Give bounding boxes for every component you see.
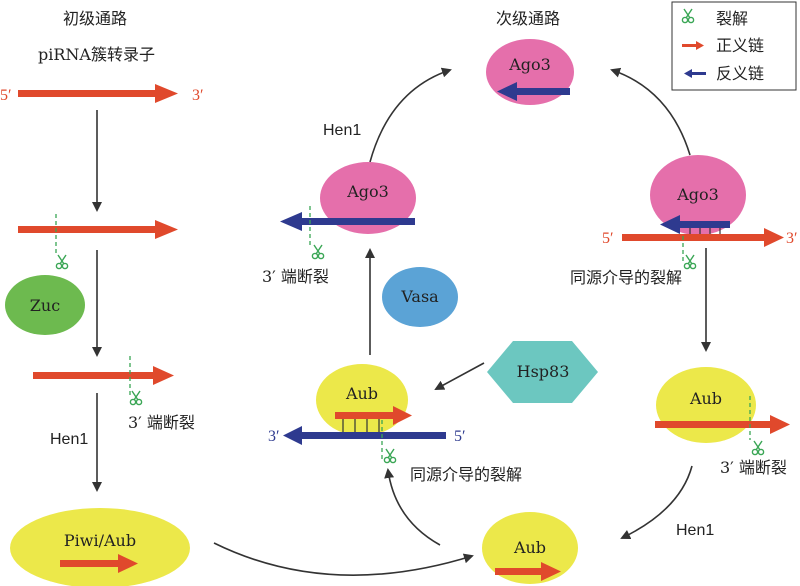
zuc-label: Zuc (30, 296, 60, 315)
sense-strand (18, 220, 178, 239)
antisense-strand (497, 82, 570, 101)
hen1-label: Hen1 (323, 122, 361, 139)
hen1-label: Hen1 (676, 522, 714, 539)
piwi-aub-protein (10, 508, 190, 586)
end-cleavage-label: 3′ 端断裂 (720, 458, 787, 477)
sense-strand (622, 228, 784, 247)
three-prime-end: 3′ (786, 230, 798, 247)
scissors-icon (311, 244, 325, 260)
ago3-label: Ago3 (346, 182, 389, 201)
three-prime-end: 3′ (192, 87, 204, 104)
scissors-icon (129, 390, 143, 406)
ago3-protein (650, 155, 746, 235)
homology-cleavage-label: 同源介导的裂解 (570, 268, 682, 287)
scissors-icon (751, 440, 765, 456)
sense-strand (33, 366, 174, 385)
ago3-protein (320, 162, 416, 234)
end-cleavage-label: 3′ 端断裂 (128, 413, 195, 432)
homology-cleavage-label: 同源介导的裂解 (410, 465, 522, 484)
hen1-label: Hen1 (50, 431, 88, 448)
ago3-label: Ago3 (508, 55, 551, 74)
antisense-strand (280, 212, 415, 231)
flow-arrow (384, 468, 441, 546)
antisense-strand (283, 426, 446, 445)
base-pairing (689, 228, 721, 234)
scissors-icon (55, 254, 69, 270)
pirna-cluster-label: piRNA簇转录子 (38, 45, 155, 64)
vasa-protein (382, 267, 458, 327)
aub-label: Aub (345, 384, 378, 403)
zuc-protein (5, 275, 85, 335)
flow-arrow (213, 542, 474, 576)
piwi-aub-label: Piwi/Aub (64, 531, 136, 550)
flow-arrow (620, 465, 693, 540)
scissors-icon (383, 448, 397, 464)
antisense-strand (660, 215, 730, 234)
legend-sense: 正义链 (716, 37, 764, 55)
hsp83-label: Hsp83 (517, 362, 570, 381)
primary-pathway-title: 初级通路 (63, 10, 127, 28)
secondary-pathway-title: 次级通路 (496, 10, 560, 28)
sense-strand (495, 562, 561, 581)
legend-cleavage: 裂解 (716, 10, 748, 28)
five-prime-end: 5′ (454, 428, 466, 445)
base-pairing (342, 419, 380, 432)
ago3-label: Ago3 (676, 185, 719, 204)
five-prime-end: 5′ (602, 230, 614, 247)
sense-strand (18, 84, 178, 103)
sense-strand (60, 554, 138, 573)
aub-label: Aub (689, 389, 722, 408)
aub-label: Aub (513, 538, 546, 557)
flow-arrow (434, 362, 485, 390)
aub-protein (482, 512, 578, 584)
five-prime-end: 5′ (0, 87, 12, 104)
hsp83-protein (487, 341, 598, 403)
sense-strand (335, 406, 412, 425)
vasa-label: Vasa (400, 287, 439, 306)
sense-strand (655, 415, 790, 434)
legend-antisense: 反义链 (716, 65, 764, 83)
three-prime-end: 3′ (268, 428, 280, 445)
flow-arrow (369, 67, 452, 163)
legend: 裂解 正义链 反义链 (671, 1, 797, 91)
end-cleavage-label: 3′ 端断裂 (262, 267, 329, 286)
flow-arrow (610, 67, 691, 156)
scissors-icon (683, 254, 697, 270)
